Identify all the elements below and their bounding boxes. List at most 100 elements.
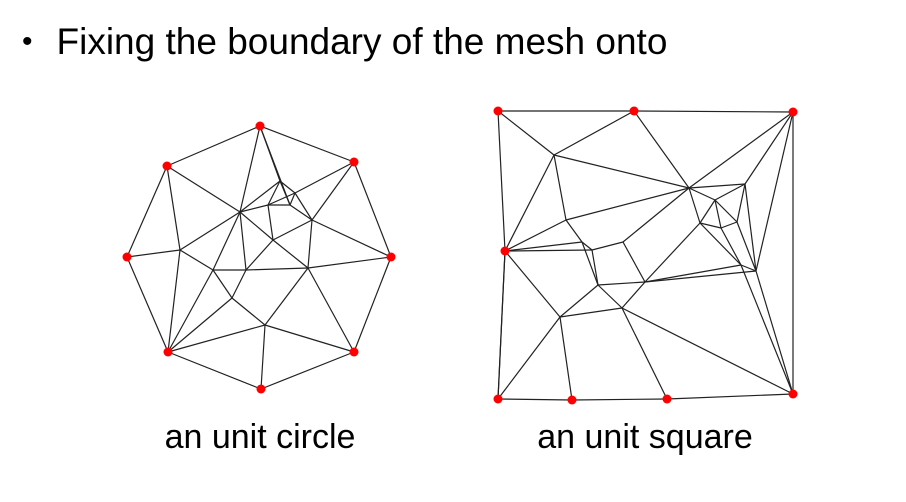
caption-unit-square: an unit square	[537, 418, 753, 456]
caption-unit-circle: an unit circle	[164, 418, 356, 456]
square-edge-7	[497, 110, 506, 252]
circle-edge-49	[289, 204, 313, 221]
square-edge-53	[559, 316, 573, 401]
circle-edge-13	[311, 219, 392, 258]
square-boundary-vertex-0	[493, 106, 503, 116]
square-edge-24	[581, 241, 593, 251]
circle-edge-7	[166, 125, 261, 167]
square-edge-37	[699, 222, 742, 266]
square-edge-55	[597, 284, 623, 309]
circle-edge-47	[264, 267, 309, 326]
circle-edge-20	[167, 269, 214, 353]
square-edge-25	[591, 241, 624, 251]
square-edge-49	[644, 270, 757, 283]
circle-edge-4	[167, 351, 262, 390]
circle-edge-29	[239, 211, 274, 241]
square-edge-41	[740, 264, 757, 272]
square-edge-10	[633, 110, 690, 189]
square-boundary-vertex-4	[493, 394, 503, 404]
square-edge-34	[714, 199, 722, 229]
square-edge-18	[565, 219, 583, 243]
circle-edge-50	[267, 204, 274, 241]
square-edge-33	[699, 199, 716, 224]
square-edge-17	[565, 187, 690, 221]
circle-edge-39	[272, 219, 313, 241]
bullet-line: • Fixing the boundary of the mesh onto	[22, 18, 667, 66]
square-edge-56	[740, 264, 794, 395]
circle-edge-48	[245, 267, 309, 271]
circle-boundary-vertex-5	[163, 347, 173, 357]
circle-edge-19	[167, 297, 233, 353]
circle-edge-36	[267, 180, 281, 206]
circle-edge-46	[231, 297, 266, 326]
circle-edge-23	[166, 165, 181, 251]
square-edge-5	[497, 398, 573, 401]
circle-edge-32	[279, 180, 296, 194]
circle-edge-24	[166, 165, 241, 213]
square-boundary-vertex-7	[788, 389, 798, 399]
circle-edge-22	[126, 249, 181, 258]
square-edge-11	[688, 111, 794, 189]
square-edge-50	[559, 307, 623, 318]
square-edge-46	[597, 281, 646, 286]
circle-boundary-vertex-6	[122, 252, 132, 262]
square-edge-16	[504, 154, 555, 252]
square-edge-12	[744, 111, 794, 185]
square-edge-26	[622, 187, 690, 243]
circle-edge-28	[239, 204, 269, 213]
square-edge-31	[736, 183, 746, 223]
square-edge-38	[720, 221, 738, 229]
square-edge-44	[591, 249, 599, 286]
square-edge-58	[755, 270, 794, 395]
circle-boundary-vertex-4	[256, 384, 266, 394]
square-edge-52	[621, 307, 794, 395]
square-boundary-vertex-3	[500, 246, 510, 256]
circle-edge-15	[307, 267, 355, 353]
square-edge-35	[714, 199, 738, 223]
square-edge-14	[553, 154, 690, 189]
circle-edge-42	[245, 239, 274, 271]
square-edge-32	[744, 183, 757, 272]
circle-edge-12	[311, 161, 355, 221]
square-edge-40	[736, 221, 757, 272]
square-edge-30	[714, 183, 746, 201]
circle-edge-3	[260, 351, 355, 390]
square-edge-36	[699, 222, 722, 229]
square-edge-8	[497, 110, 555, 156]
circle-edge-17	[260, 324, 266, 390]
square-boundary-vertex-2	[788, 107, 798, 117]
circle-edge-40	[307, 219, 313, 269]
square-edge-21	[504, 249, 593, 252]
square-edge-20	[504, 219, 567, 252]
circle-edge-18	[167, 324, 266, 353]
square-boundary-vertex-1	[629, 106, 639, 116]
square-edge-23	[497, 250, 506, 400]
circle-mesh	[122, 121, 396, 394]
circle-edge-41	[272, 239, 309, 269]
circle-edge-27	[212, 211, 241, 271]
square-edge-4	[571, 398, 668, 401]
circle-edge-31	[239, 180, 281, 213]
circle-edge-30	[239, 211, 247, 271]
square-edge-39	[720, 227, 742, 266]
circle-edge-33	[279, 180, 291, 206]
circle-boundary-vertex-2	[386, 252, 396, 262]
circle-boundary-vertex-1	[349, 157, 359, 167]
square-edge-1	[633, 110, 794, 113]
circle-edge-21	[167, 249, 181, 353]
square-edge-57	[644, 264, 742, 283]
circle-edge-2	[353, 256, 392, 353]
square-edge-22	[504, 250, 561, 318]
circle-edge-11	[294, 161, 355, 194]
circle-edge-1	[353, 161, 392, 258]
square-edge-28	[688, 187, 716, 201]
circle-edge-5	[126, 256, 169, 353]
square-mesh	[493, 106, 798, 405]
square-edge-15	[553, 154, 567, 221]
bullet-icon: •	[22, 25, 33, 58]
circle-edge-0	[259, 125, 355, 163]
circle-edge-16	[264, 324, 355, 353]
square-edge-3	[666, 393, 794, 400]
circle-edge-6	[126, 165, 168, 258]
square-boundary-vertex-6	[662, 394, 672, 404]
